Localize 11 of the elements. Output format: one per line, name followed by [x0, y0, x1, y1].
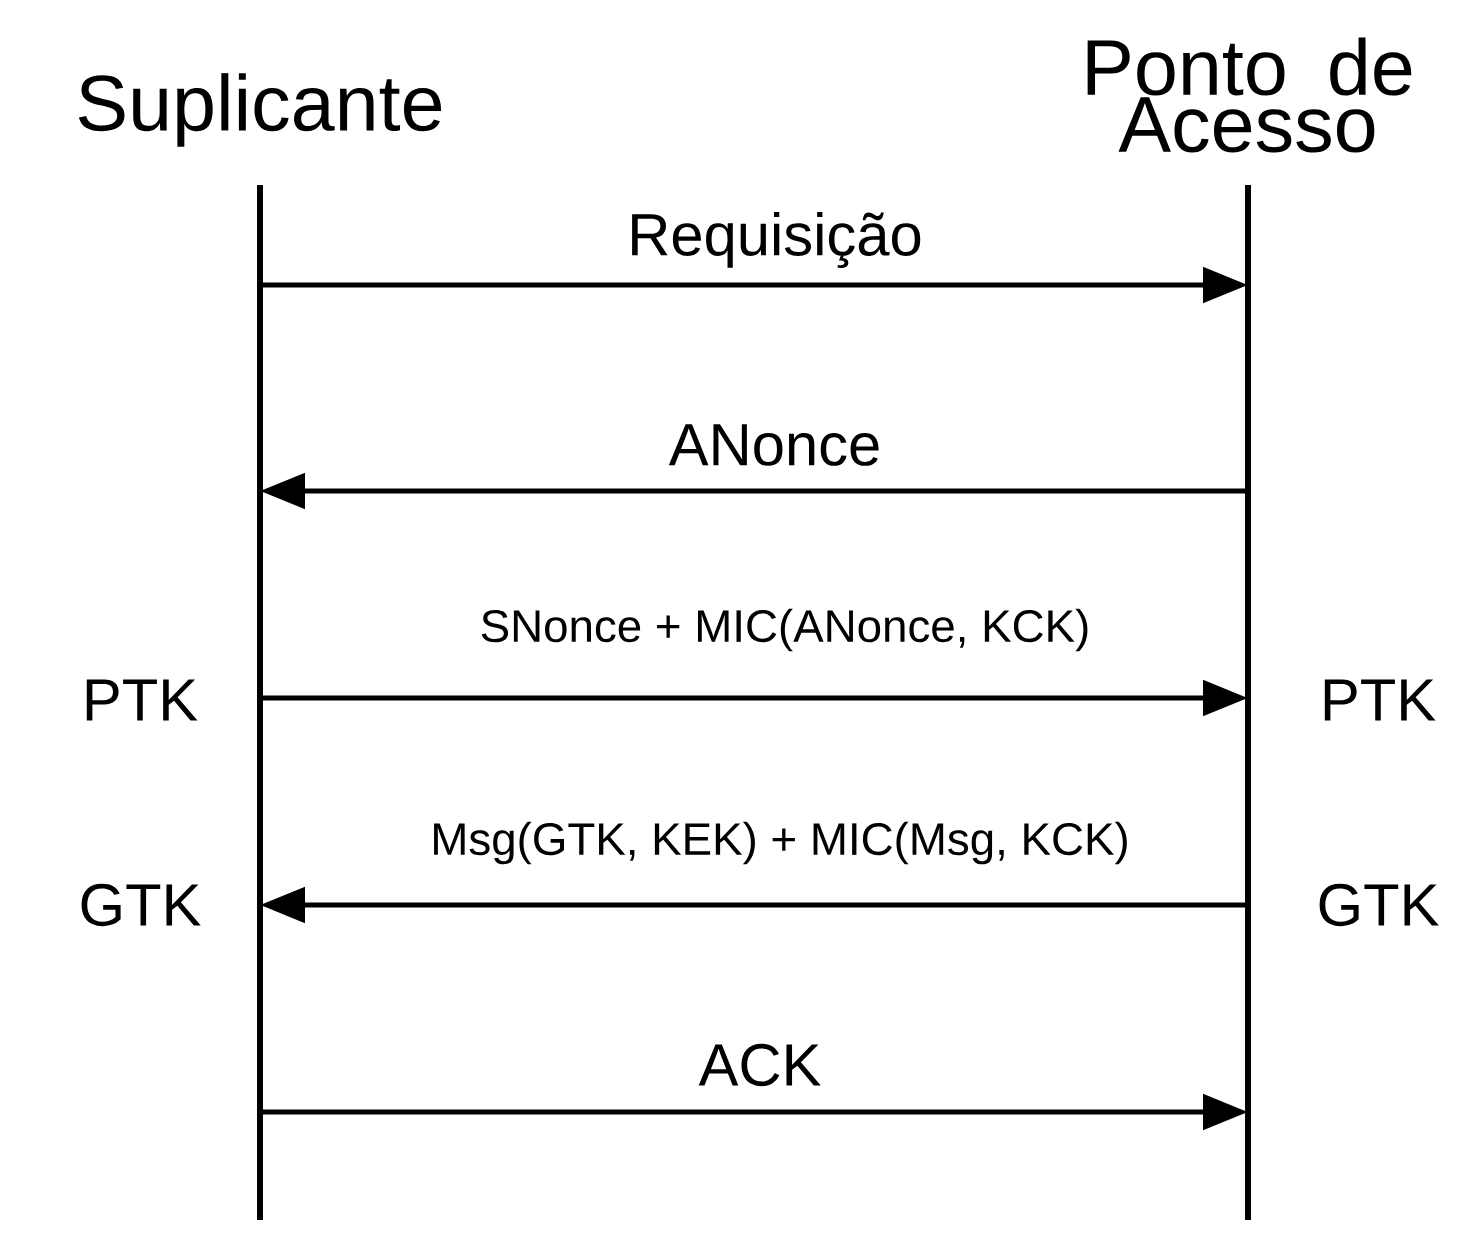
key-label: PTK	[1324, 679, 1436, 721]
message-label: ACK	[696, 1042, 824, 1088]
message-label: Requisição	[625, 210, 925, 270]
message-label: SNonce + MIC(ANonce, KCK)	[477, 606, 1093, 654]
key-label: GTK	[1319, 883, 1439, 927]
key-label: PTK	[86, 679, 198, 721]
message-label: Msg(GTK, KEK) + MIC(Msg, KCK)	[428, 819, 1132, 867]
participant-label: Ponto de Acesso	[1087, 37, 1412, 153]
message-label: ANonce	[666, 422, 884, 468]
key-label: GTK	[81, 883, 201, 927]
participant-label: Suplicante	[78, 73, 442, 147]
